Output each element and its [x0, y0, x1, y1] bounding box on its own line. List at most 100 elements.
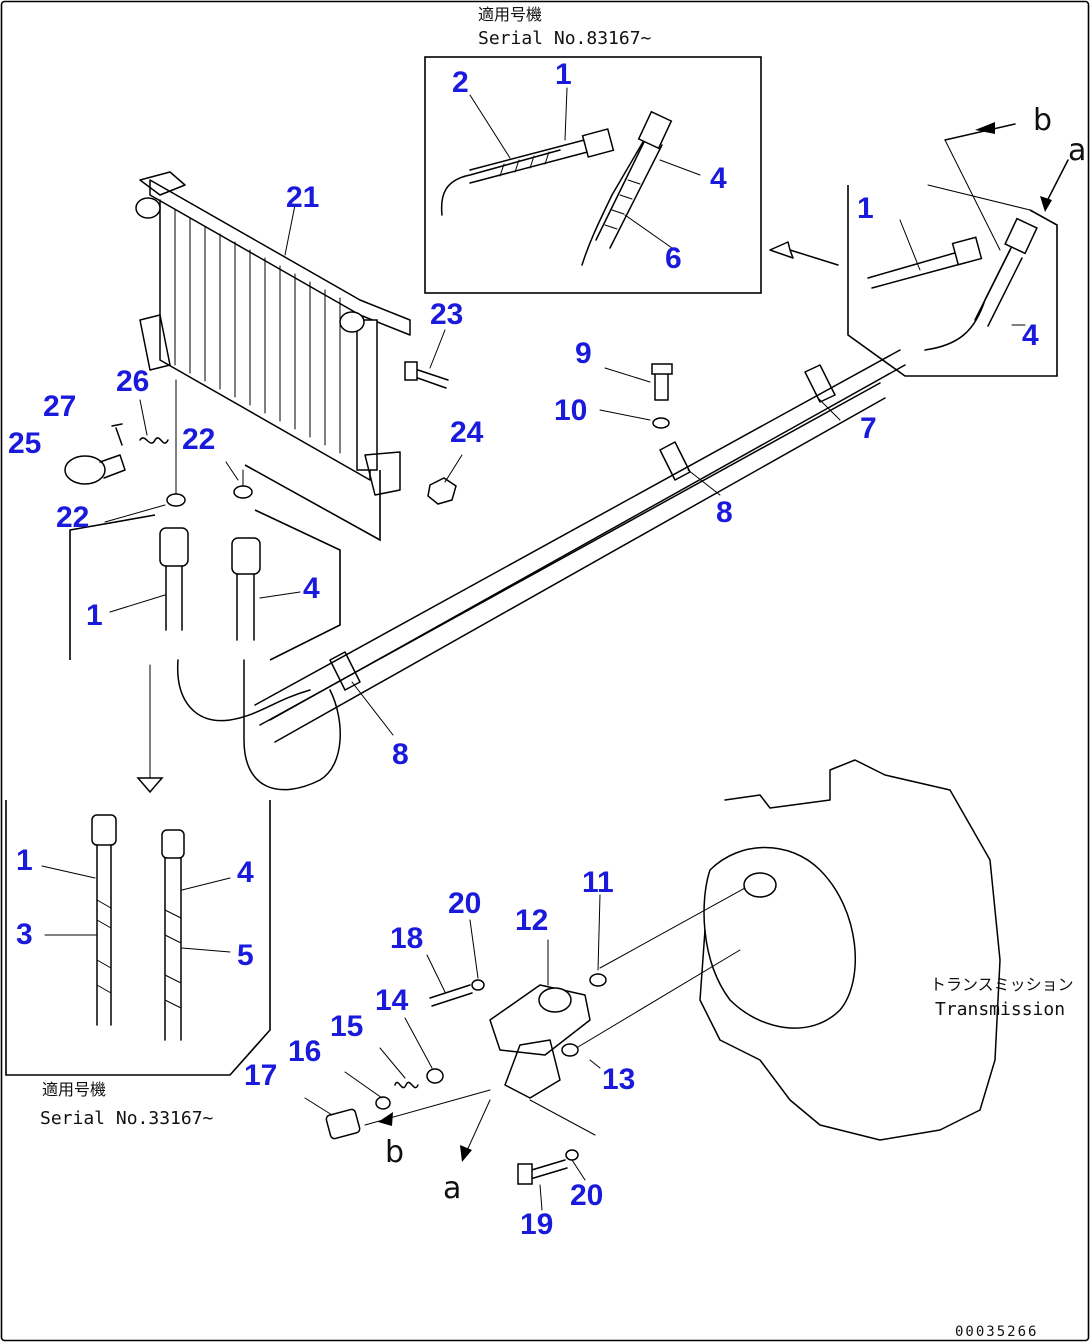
serial-note-bottom-jp: 適用号機	[42, 1080, 106, 1099]
transmission	[572, 759, 1001, 1141]
cooler-top-rail	[149, 179, 411, 336]
view-a-section-arrow	[460, 1145, 472, 1162]
leader-26	[139, 399, 148, 436]
leaders-22	[104, 461, 239, 523]
center-lines-22	[175, 379, 244, 495]
inset-top-hose-4-body	[595, 139, 663, 249]
transmission-port-upper	[743, 872, 777, 898]
washer-10	[652, 417, 670, 429]
inset-top-leaders	[469, 87, 701, 249]
nut-24	[427, 477, 457, 505]
inset-bottom-leaders	[41, 865, 231, 953]
serial-note-bottom: Serial No.33167~	[40, 1108, 214, 1129]
leaders-14-17	[304, 1017, 433, 1116]
middle-group-outline	[69, 464, 381, 661]
callout-12: 12	[515, 904, 548, 937]
callout-1-inset-top: 1	[555, 58, 572, 91]
bolt-23-head	[404, 361, 418, 381]
view-a-arrow	[1040, 196, 1052, 212]
leaders-18-20	[426, 919, 479, 993]
plug-17	[325, 1108, 361, 1140]
leader-24	[444, 454, 463, 483]
washer-20-bottom	[565, 1149, 579, 1161]
callout-8-right: 8	[716, 496, 733, 529]
inset-hose-4-fitting	[161, 829, 185, 859]
callout-25: 25	[8, 427, 41, 460]
callout-14: 14	[375, 984, 409, 1017]
leader-21	[284, 204, 296, 256]
leader-9	[604, 367, 651, 383]
leader-10	[599, 409, 651, 421]
callout-1-middle: 1	[86, 599, 103, 632]
inset-hose-1-fitting	[91, 814, 117, 846]
callout-9: 9	[575, 337, 592, 370]
pipe-assembly-7	[254, 349, 906, 743]
small-parts-cooler	[64, 329, 463, 523]
inset-right	[769, 122, 1069, 377]
down-arrow-head	[136, 777, 164, 794]
leaders-19-20	[529, 1099, 596, 1211]
callout-4-inset-right: 4	[1022, 319, 1039, 352]
inset-bottom-left-frame	[5, 800, 271, 1076]
inset-hose-4-body	[164, 857, 182, 1041]
fitting-25-stem	[99, 454, 126, 479]
inset-right-leaders	[899, 219, 1026, 326]
cooler-port-right	[339, 311, 365, 333]
hose-4-fitting	[231, 537, 261, 575]
inset-right-hose-4-body	[974, 249, 1023, 327]
callout-23: 23	[430, 298, 463, 331]
inset-top	[424, 56, 762, 294]
transmission-face	[703, 846, 856, 1029]
callout-1-inset-bottom: 1	[16, 844, 33, 877]
callout-11: 11	[582, 866, 614, 899]
oring-13	[561, 1043, 579, 1057]
open-arrow-to-inset	[769, 241, 839, 266]
leaders-11-12-13	[547, 894, 601, 1069]
oring-16	[375, 1096, 391, 1110]
pin-27	[111, 423, 123, 446]
valve-flange	[504, 1039, 561, 1099]
inset-top-frame	[424, 56, 762, 294]
oring-22-left	[166, 493, 186, 507]
inset-hose-1-body	[96, 844, 112, 1026]
callout-1-inset-right: 1	[857, 192, 874, 225]
callout-22-lower: 22	[56, 501, 89, 534]
ball-14	[426, 1068, 444, 1084]
serial-note-top: Serial No.83167~	[478, 28, 652, 49]
valve-block	[304, 894, 607, 1211]
cooler-mount-foot	[364, 451, 401, 496]
hose-1-fitting	[159, 527, 189, 567]
callout-8-left: 8	[392, 738, 409, 771]
callout-26: 26	[116, 365, 149, 398]
callout-4-inset-bottom: 4	[237, 856, 254, 889]
callout-15: 15	[330, 1010, 363, 1043]
fitting-25	[64, 455, 106, 485]
inset-bottom-left	[5, 664, 271, 1076]
inset-right-hose-1	[867, 249, 969, 289]
bolt-9	[654, 371, 669, 401]
view-b-section-arrow	[378, 1112, 393, 1126]
clamp-8-right	[804, 364, 836, 403]
callout-13: 13	[602, 1063, 635, 1096]
oring-11	[589, 973, 607, 987]
inset-top-hose-1-body	[469, 137, 596, 184]
callout-16: 16	[288, 1035, 321, 1068]
callout-7: 7	[860, 412, 877, 445]
hose-group-middle	[69, 464, 381, 791]
view-a-section-line	[464, 1099, 491, 1156]
view-letter-a-top: a	[1068, 133, 1086, 168]
transmission-label-en: Transmission	[935, 999, 1065, 1020]
callout-5: 5	[237, 939, 254, 972]
cooler-port-left	[135, 197, 161, 219]
cooler-side-tank	[356, 319, 378, 471]
hose-4-route	[243, 659, 341, 791]
view-letter-b-bottom: b	[385, 1135, 404, 1170]
drawing-code: 00035266	[955, 1324, 1038, 1340]
transmission-label-jp: トランスミッション	[930, 975, 1074, 994]
valve-body-12	[489, 984, 591, 1056]
bolt-18	[429, 984, 473, 1007]
washer-20-top	[471, 979, 485, 991]
callout-3: 3	[16, 918, 33, 951]
